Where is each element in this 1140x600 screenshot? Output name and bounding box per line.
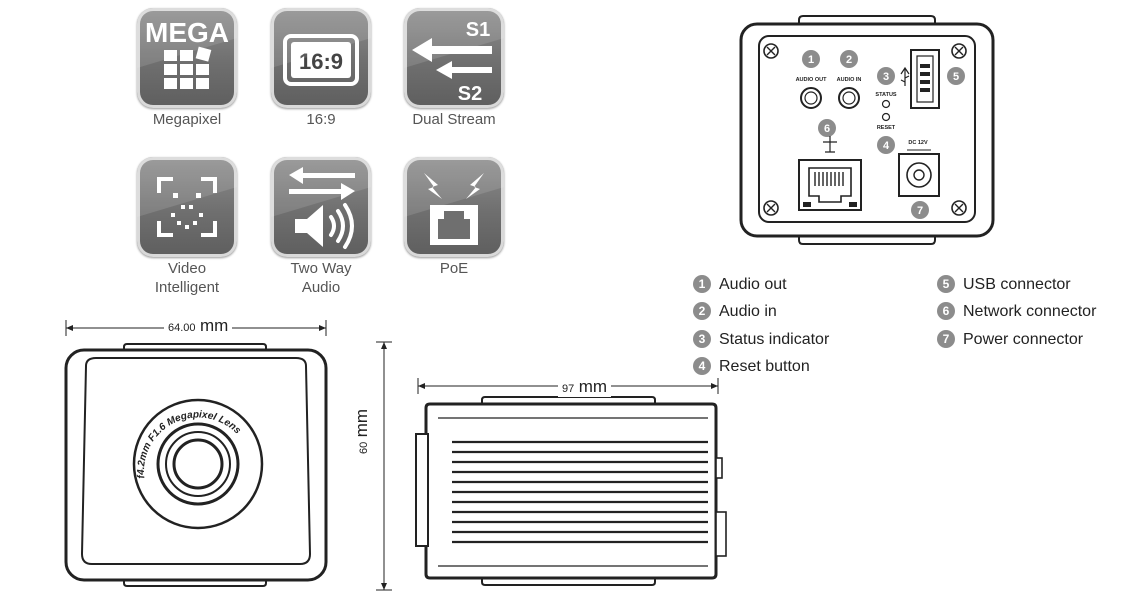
ratio-glyph-text: 16:9 — [299, 49, 343, 74]
ratio-caption: 16:9 — [306, 111, 336, 128]
ratio-tile: 16:9 — [271, 8, 371, 108]
panel-marker-7: 7 — [917, 205, 923, 217]
front-view-diagram: f4.2mm F1.6 Megapixel Lens — [64, 320, 392, 591]
status-label: STATUS — [875, 92, 897, 98]
length-value: 97 — [562, 383, 575, 395]
legend-num: 6 — [937, 301, 955, 320]
width-unit: mm — [199, 316, 229, 335]
feature-video-intelligent: Video Intelligent — [137, 157, 237, 297]
feature-two-way-audio: Two Way Audio — [271, 157, 371, 297]
length-dimension-label: 97 mm — [558, 377, 612, 397]
legend-num: 7 — [937, 329, 955, 348]
legend-label: Audio out — [719, 276, 787, 293]
lens-glass — [172, 438, 224, 490]
length-unit: mm — [578, 377, 608, 396]
width-value: 64.00 — [168, 322, 196, 334]
widescreen-icon: 16:9 — [271, 8, 371, 86]
legend-num: 5 — [937, 274, 955, 293]
feature-ratio: 16:9 16:9 — [271, 8, 371, 129]
panel-marker-6: 6 — [824, 123, 830, 135]
poe-icon — [404, 157, 504, 245]
panel-marker-1: 1 — [808, 54, 814, 66]
two-way-audio-caption: Two Way Audio — [290, 260, 352, 296]
legend-item-network: 6 Network connector — [937, 301, 1097, 322]
legend-item-audio-out: 1 Audio out — [693, 274, 787, 295]
legend-item-power: 7 Power connector — [937, 329, 1084, 350]
side-view-diagram — [415, 378, 727, 586]
megapixel-caption: Megapixel — [152, 111, 222, 128]
dc-label: DC 12V — [908, 140, 928, 146]
legend-label: USB connector — [963, 276, 1071, 293]
megapixel-tile: MEGA — [137, 8, 237, 108]
height-dimension-label: 60 mm — [352, 404, 372, 458]
width-dimension-label: 64.00 mm — [164, 316, 233, 336]
dual-stream-s2: S2 — [458, 83, 482, 105]
height-unit: mm — [352, 408, 371, 438]
feature-poe: PoE — [404, 157, 504, 278]
legend-label: Status indicator — [719, 331, 830, 348]
legend-num: 1 — [693, 274, 711, 293]
two-way-audio-icon — [271, 157, 371, 249]
panel-marker-2: 2 — [846, 54, 852, 66]
poe-tile — [404, 157, 504, 257]
audio-in-label: AUDIO IN — [837, 77, 862, 83]
legend-item-status: 3 Status indicator — [693, 329, 830, 350]
reset-hole — [881, 112, 891, 122]
megapixel-icon: MEGA — [137, 8, 237, 89]
dual-stream-tile: S1 S2 — [404, 8, 504, 108]
feature-dual-stream: S1 S2 Dual Stream — [404, 8, 504, 129]
reset-label: RESET — [877, 125, 896, 131]
back-panel-diagram: 1 2 3 4 5 6 7 AUDIO OUT AUDIO IN STATUS … — [739, 15, 995, 245]
power-jack — [898, 153, 940, 197]
panel-marker-3: 3 — [883, 71, 889, 83]
dual-stream-s1: S1 — [466, 19, 490, 41]
video-intelligent-caption: Video Intelligent — [154, 260, 220, 296]
status-led — [881, 99, 891, 109]
face-detect-icon — [137, 157, 237, 237]
legend-num: 4 — [693, 356, 711, 375]
video-intelligent-tile — [137, 157, 237, 257]
height-value: 60 — [358, 441, 370, 454]
legend-label: Reset button — [719, 358, 810, 375]
legend-num: 2 — [693, 301, 711, 320]
legend-label: Network connector — [963, 303, 1097, 320]
legend-label: Audio in — [719, 303, 777, 320]
usb-symbol-icon — [900, 66, 910, 86]
panel-marker-4: 4 — [883, 140, 890, 152]
audio-out-label: AUDIO OUT — [796, 77, 828, 83]
network-symbol-icon — [823, 136, 837, 153]
feature-megapixel: MEGA Megapixel — [137, 8, 237, 129]
legend-item-usb: 5 USB connector — [937, 274, 1071, 295]
legend-label: Power connector — [963, 331, 1084, 348]
dual-stream-caption: Dual Stream — [412, 111, 496, 128]
legend-item-reset: 4 Reset button — [693, 356, 810, 377]
legend-item-audio-in: 2 Audio in — [693, 301, 777, 322]
dual-stream-icon: S1 S2 — [404, 8, 504, 105]
two-way-audio-tile — [271, 157, 371, 257]
legend-num: 3 — [693, 329, 711, 348]
poe-caption: PoE — [439, 260, 469, 277]
panel-marker-5: 5 — [953, 71, 959, 83]
megapixel-glyph-text: MEGA — [145, 17, 229, 48]
